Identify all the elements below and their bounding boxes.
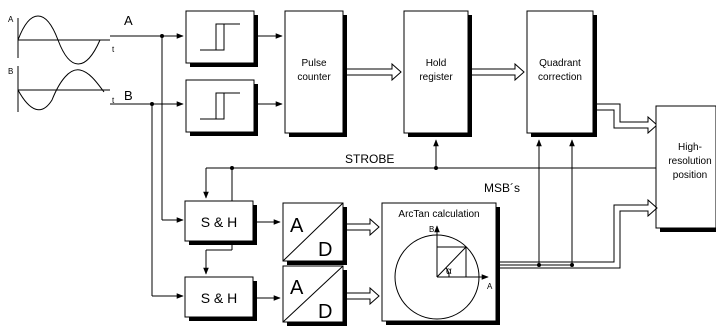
high-resolution-label-3: position	[673, 170, 707, 181]
arctan-vector	[436, 246, 467, 278]
ad-top-d-label: D	[318, 239, 332, 261]
signal-a-graph: A t	[8, 15, 115, 65]
signal-b-graph: B t	[8, 66, 115, 112]
arctan-angle-arc	[445, 267, 450, 278]
arctan-projection	[437, 246, 467, 277]
arctan-alpha-label: α	[446, 266, 452, 277]
signal-b-axis-label: B	[8, 67, 13, 76]
bus-arctan-to-position	[500, 198, 658, 269]
ad-converter-bottom: A D	[282, 265, 347, 326]
hold-register-label-2: register	[419, 72, 453, 83]
signal-b-t-label: t	[112, 96, 115, 105]
high-resolution-position-block: High- resolution position	[655, 105, 716, 232]
line-b-label: B	[124, 88, 133, 103]
bus-quadrant-to-position	[597, 103, 658, 135]
bus-hold-to-quadrant	[472, 62, 525, 82]
quadrant-correction-label-1: Quadrant	[539, 58, 581, 69]
schmitt-trigger-b	[185, 79, 258, 136]
signal-a-axis-label: A	[8, 15, 14, 24]
msbs-label: MSB´s	[484, 181, 520, 195]
pulse-counter-label-1: Pulse	[301, 58, 326, 69]
arctan-title: ArcTan calculation	[398, 209, 479, 220]
high-resolution-label-2: resolution	[668, 156, 711, 167]
bus-ad-bottom-to-arctan	[347, 286, 380, 306]
bus-ad-top-to-arctan	[347, 217, 380, 237]
strobe-label: STROBE	[345, 152, 394, 166]
signal-a-t-label: t	[112, 45, 115, 54]
bus-counter-to-hold	[347, 62, 402, 82]
ad-bottom-d-label: D	[318, 301, 332, 323]
sample-hold-top-block: S & H	[184, 200, 257, 245]
schmitt-trigger-a	[185, 10, 258, 67]
hold-register-block: Hold register	[403, 10, 472, 137]
arctan-b-label: B	[429, 225, 434, 234]
sample-hold-top-label: S & H	[201, 214, 238, 230]
ad-top-a-label: A	[290, 215, 304, 237]
pulse-counter-block: Pulse counter	[284, 10, 347, 137]
quadrant-correction-label-2: correction	[538, 72, 582, 83]
signal-b-wires	[110, 101, 184, 299]
msb-lines	[500, 139, 575, 267]
high-resolution-label-1: High-	[678, 142, 702, 153]
signal-a-wires	[110, 33, 184, 223]
line-a-label: A	[124, 13, 133, 28]
arctan-a-label: A	[487, 282, 493, 291]
signal-a-sine	[17, 15, 101, 65]
quadrant-correction-block: Quadrant correction	[526, 10, 597, 137]
ad-bottom-a-label: A	[290, 277, 304, 299]
sample-hold-bottom-label: S & H	[201, 290, 238, 306]
pulse-counter-label-2: counter	[297, 72, 331, 83]
signal-b-sine	[17, 69, 105, 111]
sample-hold-bottom-block: S & H	[184, 276, 257, 321]
ad-converter-top: A D	[282, 202, 347, 265]
arctan-calculation-block: ArcTan calculation B A α	[381, 202, 500, 325]
hold-register-label-1: Hold	[426, 58, 447, 69]
